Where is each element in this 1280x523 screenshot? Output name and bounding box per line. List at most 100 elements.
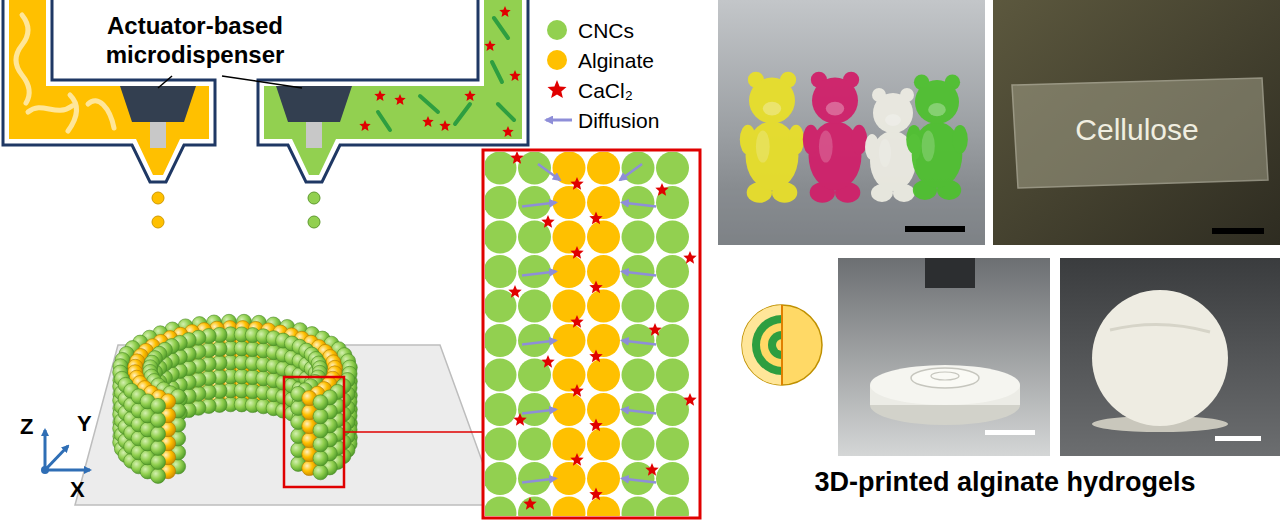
- cnc-particle: [656, 428, 689, 461]
- photo-bears: [718, 0, 985, 245]
- cacl2-star: [541, 355, 554, 368]
- photo-dome: [1060, 258, 1280, 456]
- gummy-bear: [885, 114, 901, 126]
- cacl2-star: [499, 6, 510, 17]
- legend-star: [548, 80, 567, 98]
- alginate-particle: [553, 462, 586, 495]
- alginate-reservoir: [120, 86, 196, 122]
- alginate-particle: [553, 359, 586, 392]
- alginate-particle: [587, 497, 620, 517]
- cacl2-star: [374, 90, 385, 101]
- cacl2-star: [523, 497, 536, 510]
- cnc-sphere: [313, 423, 328, 438]
- cnc-sphere: [151, 412, 166, 427]
- legend-text-slot: Alginate: [578, 48, 654, 73]
- gummy-bear: [763, 102, 781, 116]
- gummy-bear: [803, 72, 867, 203]
- legend-text: CaCl₂: [578, 78, 633, 103]
- leader-line: [158, 76, 172, 88]
- photo-disc: [931, 372, 959, 380]
- caption: 3D-printed alginate hydrogels: [740, 466, 1270, 498]
- cnc-particle: [518, 428, 551, 461]
- cacl2-star: [510, 152, 523, 164]
- cnc-particle: [485, 255, 517, 288]
- gummy-bear: [740, 125, 756, 155]
- photo-dome: [1215, 436, 1261, 441]
- photo-bears: [905, 226, 965, 232]
- cnc-particle: [622, 497, 655, 517]
- alginate-reservoir: [150, 122, 166, 148]
- alginate-reservoir: [88, 101, 114, 128]
- cnc-sphere: [313, 437, 328, 452]
- cacl2-star: [589, 281, 602, 294]
- photo-dome: [1092, 290, 1228, 426]
- cnc-particle: [622, 428, 655, 461]
- diffusion-arrow: [522, 341, 556, 345]
- caption-slot: 3D-printed alginate hydrogels: [740, 466, 1270, 498]
- axis-label-slot: Y: [77, 411, 92, 437]
- alginate-particle: [587, 428, 620, 461]
- alginate-particle: [587, 255, 620, 288]
- cnc-particle: [656, 462, 689, 495]
- dispenser-label-slot: Actuator-based microdispenser: [80, 12, 310, 70]
- sphere-schematic: [760, 323, 782, 367]
- alginate-particle: [553, 186, 586, 219]
- gummy-bear: [928, 103, 946, 116]
- cnc-particle: [485, 186, 517, 219]
- photo-disc: [985, 430, 1035, 435]
- cnc-particle: [518, 290, 551, 323]
- cacl2-star: [648, 323, 661, 336]
- alginate-particle: [587, 186, 620, 219]
- build-plate: [75, 345, 498, 505]
- cnc-particle: [656, 152, 689, 185]
- sphere-schematic: [742, 305, 782, 385]
- leader-line: [222, 76, 302, 88]
- alginate-reservoir: [68, 95, 77, 131]
- photo-bears: [740, 72, 968, 203]
- cacl2-star: [683, 251, 696, 264]
- zoom-view: [483, 150, 700, 518]
- zoom-view: [483, 150, 700, 518]
- cnc-reservoir: [308, 192, 320, 204]
- gummy-bear: [851, 125, 867, 155]
- diffusion-arrow: [620, 164, 642, 180]
- cnc-sphere: [151, 468, 166, 483]
- cnc-sphere: [151, 398, 166, 413]
- alginate-reservoir: [16, 15, 29, 103]
- diffusion-arrow: [522, 410, 556, 414]
- gummy-bear: [952, 125, 967, 154]
- alginate-particle: [553, 497, 586, 517]
- photo-text-slot: Cellulose: [1037, 112, 1237, 148]
- alginate-reservoir: [152, 192, 164, 204]
- cacl2-star: [359, 120, 370, 131]
- leader-line: [158, 76, 302, 88]
- photo-disc: [838, 258, 1050, 456]
- photo-slab: [1012, 78, 1268, 188]
- photo-disc: [925, 258, 975, 288]
- cacl2-star: [570, 315, 583, 328]
- sphere-schematic: [742, 305, 822, 385]
- cnc-reservoir: [378, 18, 514, 130]
- cnc-particle: [622, 221, 655, 254]
- sphere-schematic: [768, 331, 782, 359]
- gummy-bear: [749, 78, 795, 124]
- legend-text: Alginate: [578, 48, 654, 73]
- cnc-particle: [656, 221, 689, 254]
- cnc-sphere: [313, 465, 328, 480]
- legend-swatch: [547, 20, 567, 40]
- diffusion-arrow: [522, 272, 556, 276]
- photo-slab: [993, 0, 1280, 245]
- alginate-reservoir: [152, 216, 164, 228]
- alginate-particle: [587, 152, 620, 185]
- cacl2-star: [570, 384, 583, 397]
- zoom-line: [344, 431, 483, 433]
- gummy-bear: [803, 125, 819, 155]
- axis-arrows: [41, 466, 49, 474]
- cnc-sphere: [151, 426, 166, 441]
- gummy-bear: [879, 139, 891, 167]
- gummy-bear: [906, 125, 921, 154]
- photo-dome: [1060, 258, 1280, 456]
- alginate-particle: [587, 324, 620, 357]
- zoom-content: [485, 152, 697, 516]
